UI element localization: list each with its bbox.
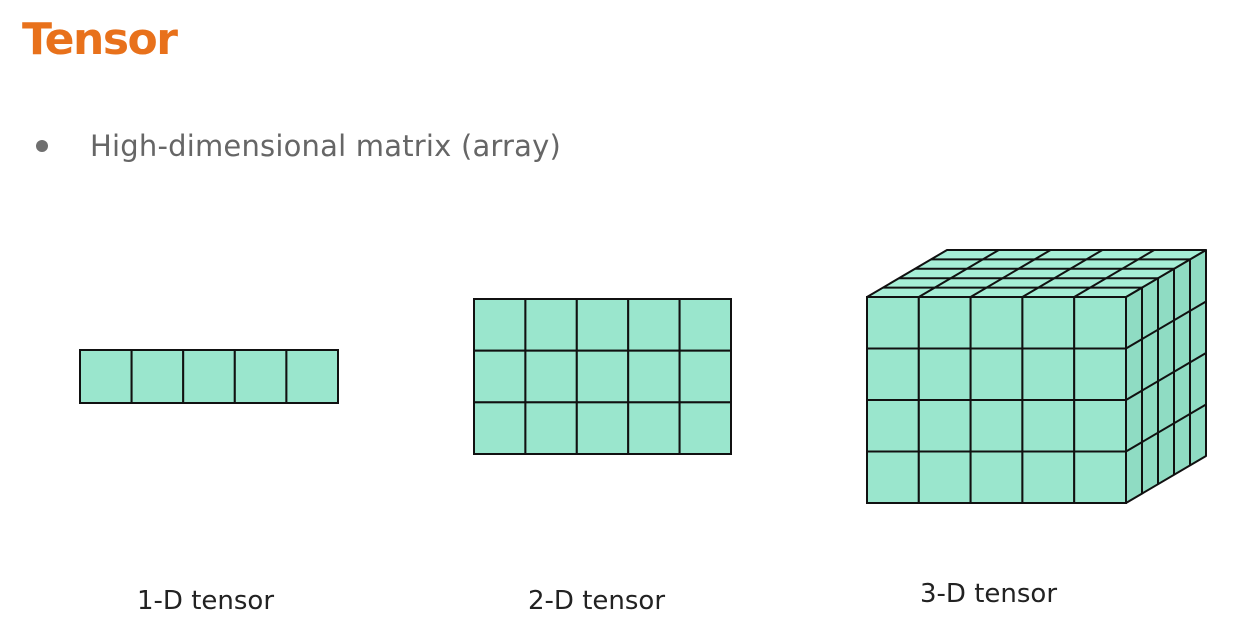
tensor-cell [1073, 450, 1127, 504]
bullet-item: High-dimensional matrix (array) [36, 124, 561, 168]
caption-2d: 2-D tensor [528, 586, 666, 616]
tensor-cell [917, 296, 972, 350]
bullet-text: High-dimensional matrix (array) [90, 129, 562, 163]
tensor-cell [524, 349, 578, 404]
tensor-cell [969, 450, 1024, 504]
tensor-cell [1021, 399, 1076, 453]
tensor-cell [1021, 296, 1076, 350]
tensor-3d-side-line [1125, 352, 1207, 401]
tensor-cell [473, 401, 527, 456]
tensor-2d [473, 298, 732, 456]
tensor-3d-top-line [1021, 249, 1103, 298]
tensor-cell [917, 399, 972, 453]
tensor-cell [285, 349, 339, 404]
tensor-cell [678, 401, 732, 456]
tensor-3d-top-line [1073, 249, 1155, 298]
tensor-cell [866, 450, 920, 504]
tensor-cell [969, 399, 1024, 453]
tensor-cell [1073, 296, 1127, 350]
tensor-cell [1021, 347, 1076, 401]
tensor-cell [969, 296, 1024, 350]
tensor-3d-side-line [1125, 403, 1207, 453]
tensor-cell [1073, 399, 1127, 453]
tensor-cell [917, 347, 972, 401]
tensor-cell [575, 401, 630, 456]
tensor-3d-front-face [866, 296, 1127, 504]
tensor-cell [182, 349, 236, 404]
tensor-cell [575, 298, 630, 352]
tensor-cell [473, 349, 527, 404]
tensor-cell [866, 399, 920, 453]
tensor-cell [627, 401, 681, 456]
tensor-cell [1073, 347, 1127, 401]
tensor-cell [627, 298, 681, 352]
tensor-cell [233, 349, 288, 404]
tensor-cell [473, 298, 527, 352]
tensor-cell [524, 401, 578, 456]
caption-1d: 1-D tensor [137, 586, 275, 616]
tensor-3d-top-line [970, 249, 1052, 298]
bullet-dot-icon [36, 140, 48, 152]
tensor-cell [866, 347, 920, 401]
tensor-cell [79, 349, 133, 404]
tensor-cell [969, 347, 1024, 401]
tensor-cell [917, 450, 972, 504]
tensor-cell [866, 296, 920, 350]
tensor-1d [79, 349, 339, 404]
tensor-cell [524, 298, 578, 352]
tensor-cell [627, 349, 681, 404]
tensor-cell [678, 349, 732, 404]
tensor-cell [678, 298, 732, 352]
slide-title: Tensor [22, 14, 178, 65]
tensor-3d-side-line [1125, 300, 1207, 350]
tensor-cell [1021, 450, 1076, 504]
caption-3d: 3-D tensor [920, 579, 1058, 609]
tensor-cell [130, 349, 185, 404]
tensor-3d-top-line [918, 249, 1000, 298]
tensor-cell [575, 349, 630, 404]
